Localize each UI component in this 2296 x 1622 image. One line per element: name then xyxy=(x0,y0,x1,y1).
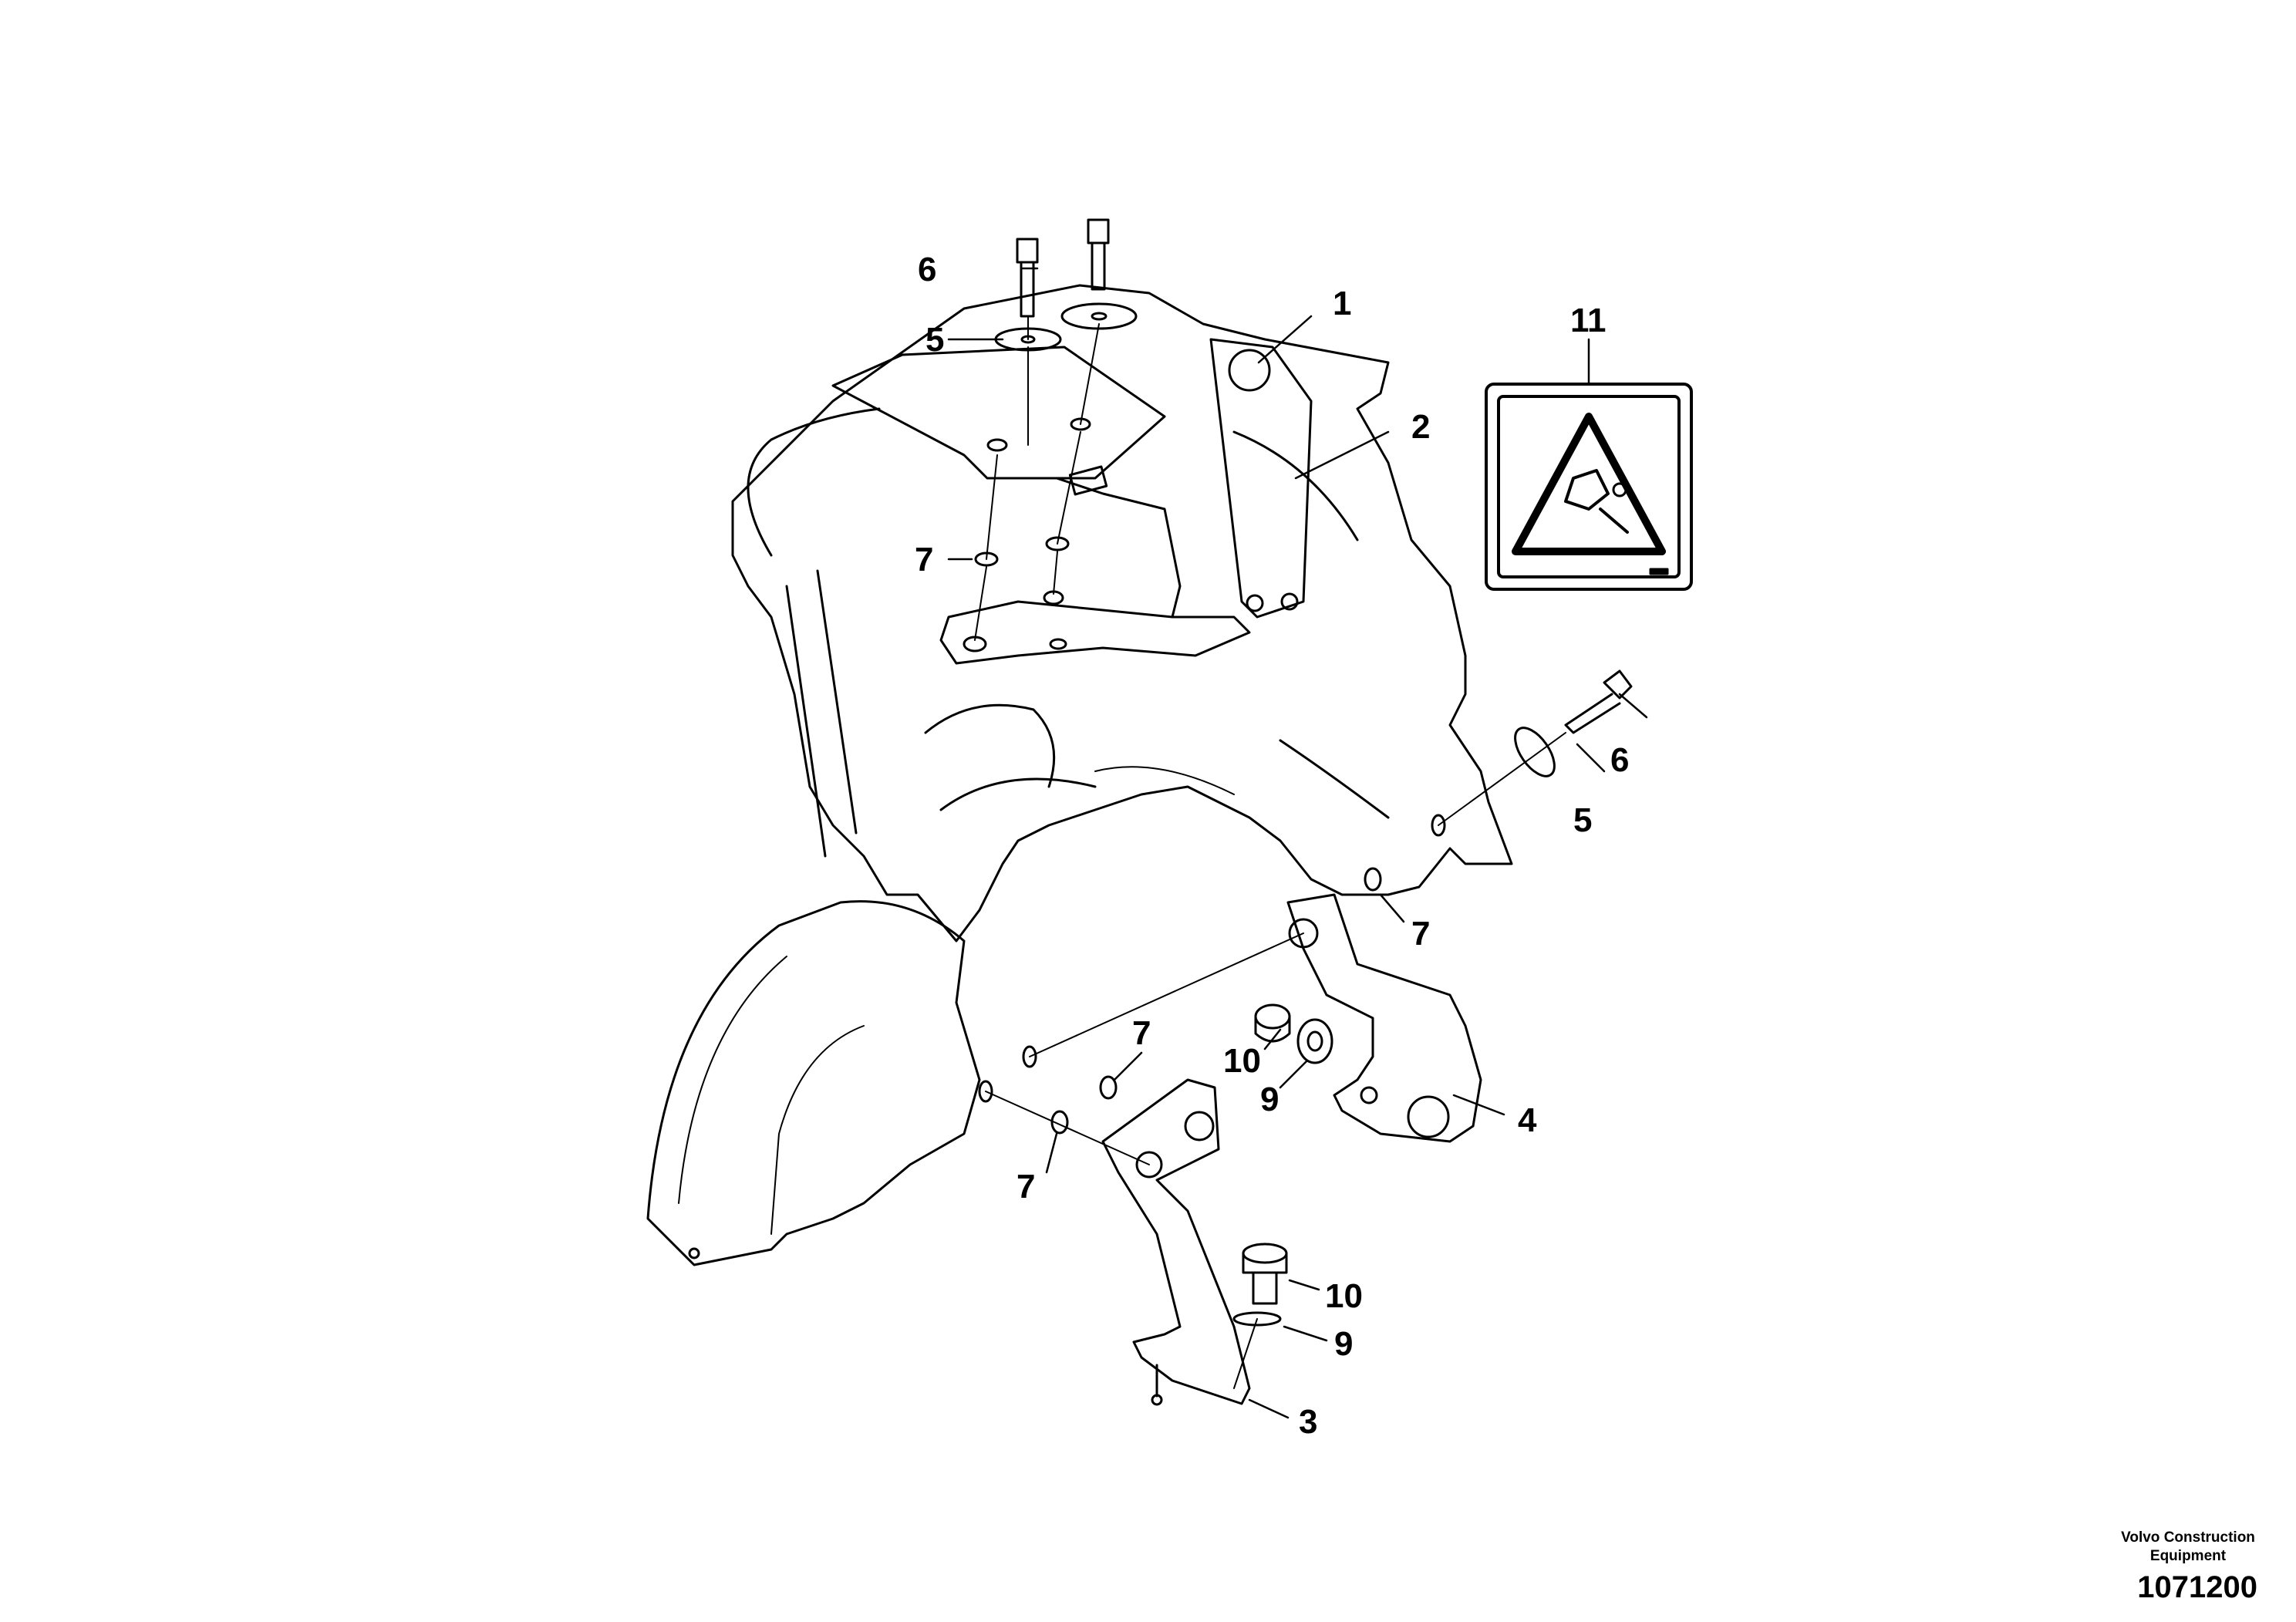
lower-right-bracket xyxy=(1286,893,1482,1143)
leader-lines xyxy=(947,267,1648,1419)
lock-washer-right xyxy=(1364,867,1382,892)
callout-9-upper: 9 xyxy=(1260,1081,1279,1118)
callout-7-middle: 7 xyxy=(1132,1014,1151,1052)
washer-9-lower xyxy=(1232,1311,1282,1327)
callout-7-right: 7 xyxy=(1411,915,1430,953)
lock-washer-upper-right xyxy=(1045,536,1070,551)
washer-top-right xyxy=(1060,302,1138,330)
bolt-top-left xyxy=(1016,238,1039,318)
callout-10-upper: 10 xyxy=(1223,1042,1261,1080)
assembly-lines xyxy=(974,315,1566,1389)
lock-washer-lower xyxy=(1050,1110,1069,1135)
top-bracket xyxy=(831,338,1313,665)
bolt-10-upper xyxy=(1254,1003,1291,1043)
callout-9-lower: 9 xyxy=(1334,1325,1353,1363)
bolt-top-right xyxy=(1087,218,1110,291)
callout-2: 2 xyxy=(1411,408,1430,446)
washer-right xyxy=(1514,727,1556,777)
footer-company-line1: Volvo Construction xyxy=(2121,1529,2255,1546)
lower-guard-arc xyxy=(646,900,981,1266)
callout-5-right: 5 xyxy=(1573,801,1592,839)
callout-1: 1 xyxy=(1333,285,1351,322)
warning-decal xyxy=(1485,383,1693,591)
bolt-right xyxy=(1564,669,1633,734)
callout-5-top: 5 xyxy=(925,321,944,359)
washer-9-upper xyxy=(1296,1018,1333,1064)
callout-6-right: 6 xyxy=(1610,741,1629,779)
callout-4: 4 xyxy=(1518,1101,1537,1139)
drawing-number: 1071200 xyxy=(2137,1570,2257,1604)
callout-6-top: 6 xyxy=(918,251,936,288)
warning-triangle-icon xyxy=(1512,413,1666,555)
callout-7-lower: 7 xyxy=(1017,1168,1035,1206)
callout-11: 11 xyxy=(1570,302,1607,339)
footer-company: Volvo Construction Equipment xyxy=(2103,1529,2273,1566)
lock-washer-middle xyxy=(1099,1075,1118,1100)
callout-3: 3 xyxy=(1299,1403,1317,1441)
bottom-bracket xyxy=(1101,1078,1251,1406)
footer-company-line2: Equipment xyxy=(2149,1548,2227,1564)
callout-10-lower: 10 xyxy=(1325,1277,1363,1315)
bolt-10-lower xyxy=(1242,1243,1288,1305)
callout-7-upper: 7 xyxy=(915,541,933,578)
